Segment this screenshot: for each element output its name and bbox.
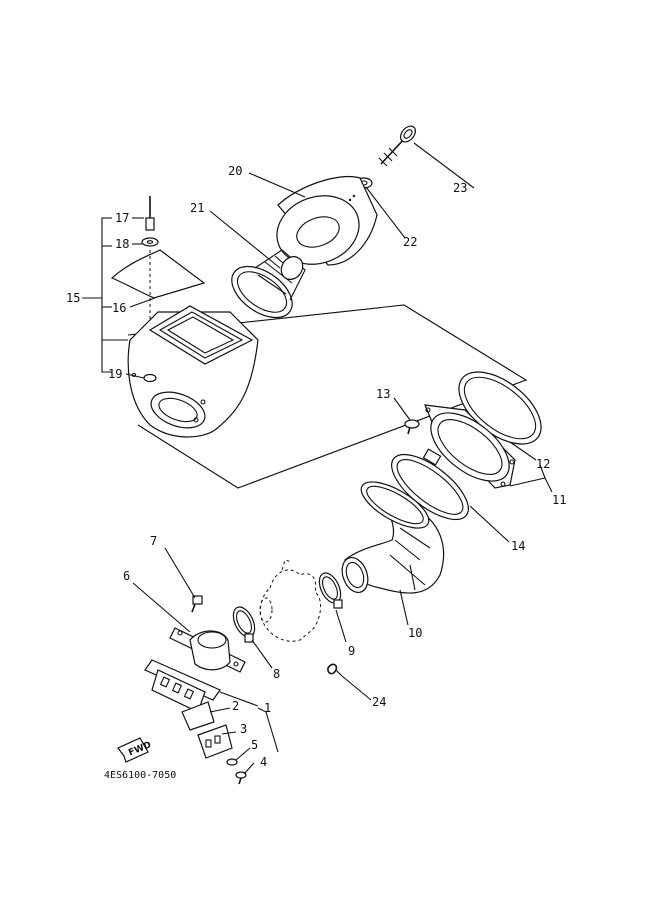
callout-3: 3 xyxy=(240,722,247,736)
part-3-reed-stopper xyxy=(197,724,233,759)
part-10-intake-joint xyxy=(341,481,445,594)
callout-17: 17 xyxy=(115,211,129,225)
callout-19: 19 xyxy=(108,367,122,381)
diagram-code: 4ES6100-7050 xyxy=(104,770,176,781)
callout-24: 24 xyxy=(372,695,386,709)
part-6-manifold xyxy=(169,627,246,673)
callout-9: 9 xyxy=(348,644,355,658)
leader-lines xyxy=(82,142,553,775)
callout-5: 5 xyxy=(251,738,258,752)
callout-18: 18 xyxy=(115,237,129,251)
part-19-grommet xyxy=(143,373,157,383)
part-11-air-filter-joint xyxy=(424,404,516,489)
callout-labels: 1 2 3 4 5 6 7 8 9 10 11 12 13 14 15 16 1… xyxy=(66,164,566,769)
part-8-clamp xyxy=(232,606,256,643)
callout-22: 22 xyxy=(403,235,417,249)
part-2-reed xyxy=(181,701,215,731)
callout-4: 4 xyxy=(260,755,267,769)
part-17-rivet xyxy=(145,196,155,231)
part-15-air-filter-case xyxy=(127,305,259,438)
callout-20: 20 xyxy=(228,164,242,178)
part-20-air-filter xyxy=(276,175,378,266)
callout-21: 21 xyxy=(190,201,204,215)
callout-13: 13 xyxy=(376,387,390,401)
callout-16: 16 xyxy=(112,301,126,315)
part-5-washer xyxy=(226,758,238,766)
callout-23: 23 xyxy=(453,181,467,195)
part-9-clamp xyxy=(318,572,343,609)
callout-6: 6 xyxy=(123,569,130,583)
forward-direction-arrow: FWD xyxy=(117,737,153,763)
part-12-gasket xyxy=(458,371,542,445)
part-4-screw xyxy=(235,771,247,785)
callout-14: 14 xyxy=(511,539,525,553)
callout-12: 12 xyxy=(536,457,550,471)
part-21-filter-guide xyxy=(231,249,306,319)
part-18-washer xyxy=(141,237,159,247)
part-24-clip xyxy=(327,663,343,677)
part-14-hose-clamp xyxy=(391,448,469,521)
callout-8: 8 xyxy=(273,667,280,681)
part-13-screw xyxy=(404,419,420,435)
part-23-bolt xyxy=(378,125,416,167)
callout-1: 1 xyxy=(264,701,271,715)
callout-10: 10 xyxy=(408,626,422,640)
carburetor-reference xyxy=(259,559,322,642)
callout-11: 11 xyxy=(552,493,566,507)
callout-2: 2 xyxy=(232,699,239,713)
callout-7: 7 xyxy=(150,534,157,548)
assembly-outline xyxy=(127,304,528,489)
callout-15: 15 xyxy=(66,291,80,305)
part-7-bolt xyxy=(191,595,203,613)
part-16-cover-plate xyxy=(110,249,206,299)
